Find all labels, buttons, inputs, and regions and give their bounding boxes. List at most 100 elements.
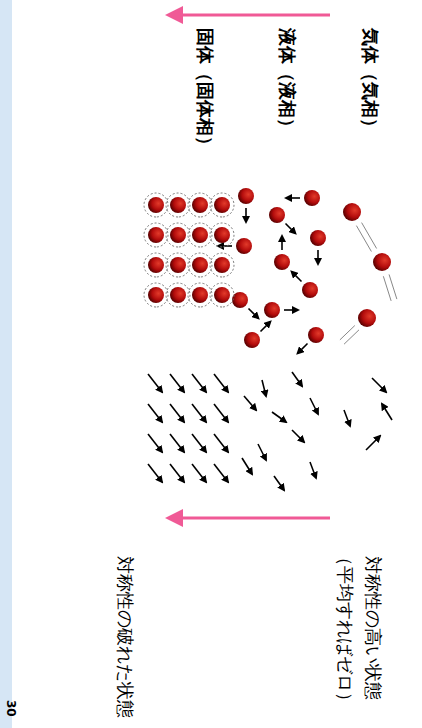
particle <box>170 197 186 213</box>
spin-arrow <box>192 434 206 452</box>
spin-arrow <box>170 434 184 452</box>
phase-label: 気体（気相） <box>359 28 381 136</box>
symmetry-arrow <box>174 517 330 520</box>
motion-streak <box>383 276 391 301</box>
particle <box>236 238 252 254</box>
motion-streak <box>389 274 397 299</box>
velocity-arrow <box>248 308 258 318</box>
particle <box>148 287 164 303</box>
particle <box>343 203 361 221</box>
particle <box>214 227 230 243</box>
spin-arrow <box>242 458 252 474</box>
phase-label: 固体（固体相） <box>194 28 216 154</box>
particle <box>192 287 208 303</box>
motion-streak <box>340 326 355 340</box>
spin-arrow <box>192 404 206 422</box>
particle <box>170 257 186 273</box>
spin-arrow <box>214 464 228 482</box>
velocity-arrow <box>281 236 283 250</box>
vibration-range <box>210 253 234 277</box>
spin-arrow <box>170 464 184 482</box>
particle <box>214 197 230 213</box>
phase-label: 液体（液相） <box>276 28 298 136</box>
spin-arrow <box>292 430 304 442</box>
vibration-range <box>144 283 168 307</box>
spin-arrow <box>272 412 286 422</box>
spin-arrow <box>310 462 316 478</box>
vibration-range <box>210 193 234 217</box>
velocity-arrow <box>284 309 298 311</box>
vibration-range <box>166 223 190 247</box>
motion-streak <box>344 330 359 344</box>
velocity-arrow <box>285 223 295 233</box>
motion-streak <box>356 226 371 252</box>
particle <box>148 197 164 213</box>
spin-arrow <box>372 378 386 392</box>
particle <box>244 332 260 348</box>
particle <box>192 227 208 243</box>
spin-arrow <box>170 374 184 392</box>
spin-arrow <box>148 404 162 422</box>
particle <box>358 309 376 327</box>
velocity-arrow <box>218 245 232 247</box>
symmetry-note: （平均すればゼロ） <box>334 548 356 710</box>
spin-arrow <box>170 404 184 422</box>
velocity-arrow <box>286 197 300 199</box>
vibration-range <box>166 283 190 307</box>
vibration-range <box>188 193 212 217</box>
spin-arrow <box>310 398 318 414</box>
side-strip <box>0 0 12 728</box>
spin-arrow <box>244 396 256 410</box>
vibration-range <box>144 253 168 277</box>
spin-arrow <box>262 380 266 396</box>
spin-arrow <box>258 444 266 460</box>
particle <box>170 227 186 243</box>
velocity-arrow <box>260 322 270 332</box>
symmetry-note: 対称性の高い状態 <box>362 556 384 700</box>
particle <box>302 282 318 298</box>
spin-arrow <box>344 410 350 426</box>
vibration-range <box>210 283 234 307</box>
vibration-range <box>188 283 212 307</box>
particles-and-spins <box>144 188 397 490</box>
particle <box>308 327 324 343</box>
velocity-arrow <box>317 250 319 264</box>
velocity-arrow <box>245 208 247 222</box>
vibration-range <box>144 193 168 217</box>
vibration-range <box>188 253 212 277</box>
vibration-range <box>166 193 190 217</box>
particle <box>232 292 248 308</box>
spin-arrow <box>382 404 392 420</box>
spin-arrow <box>292 372 302 386</box>
particle <box>148 257 164 273</box>
particle <box>269 207 285 223</box>
particle <box>264 302 280 318</box>
spin-arrow <box>148 434 162 452</box>
spin-arrow <box>214 374 228 392</box>
vibration-range <box>188 223 212 247</box>
velocity-arrow <box>298 343 308 353</box>
particle <box>373 253 391 271</box>
velocity-arrow <box>292 272 302 282</box>
spin-arrow <box>214 434 228 452</box>
motion-streak <box>362 223 377 249</box>
spin-arrow <box>192 374 206 392</box>
spin-arrow <box>148 374 162 392</box>
particle <box>274 254 290 270</box>
page-number: 30 <box>4 700 18 717</box>
particle <box>304 190 320 206</box>
particle <box>170 287 186 303</box>
vibration-range <box>144 223 168 247</box>
phase-arrow <box>174 14 330 17</box>
particle <box>192 197 208 213</box>
spin-arrow <box>214 404 228 422</box>
particle <box>148 227 164 243</box>
spin-arrow <box>148 464 162 482</box>
particle <box>310 230 326 246</box>
vibration-range <box>166 253 190 277</box>
particle <box>214 257 230 273</box>
spin-arrow <box>192 464 206 482</box>
vibration-range <box>210 223 234 247</box>
symmetry-note: 対称性の破れた状態 <box>114 556 136 718</box>
